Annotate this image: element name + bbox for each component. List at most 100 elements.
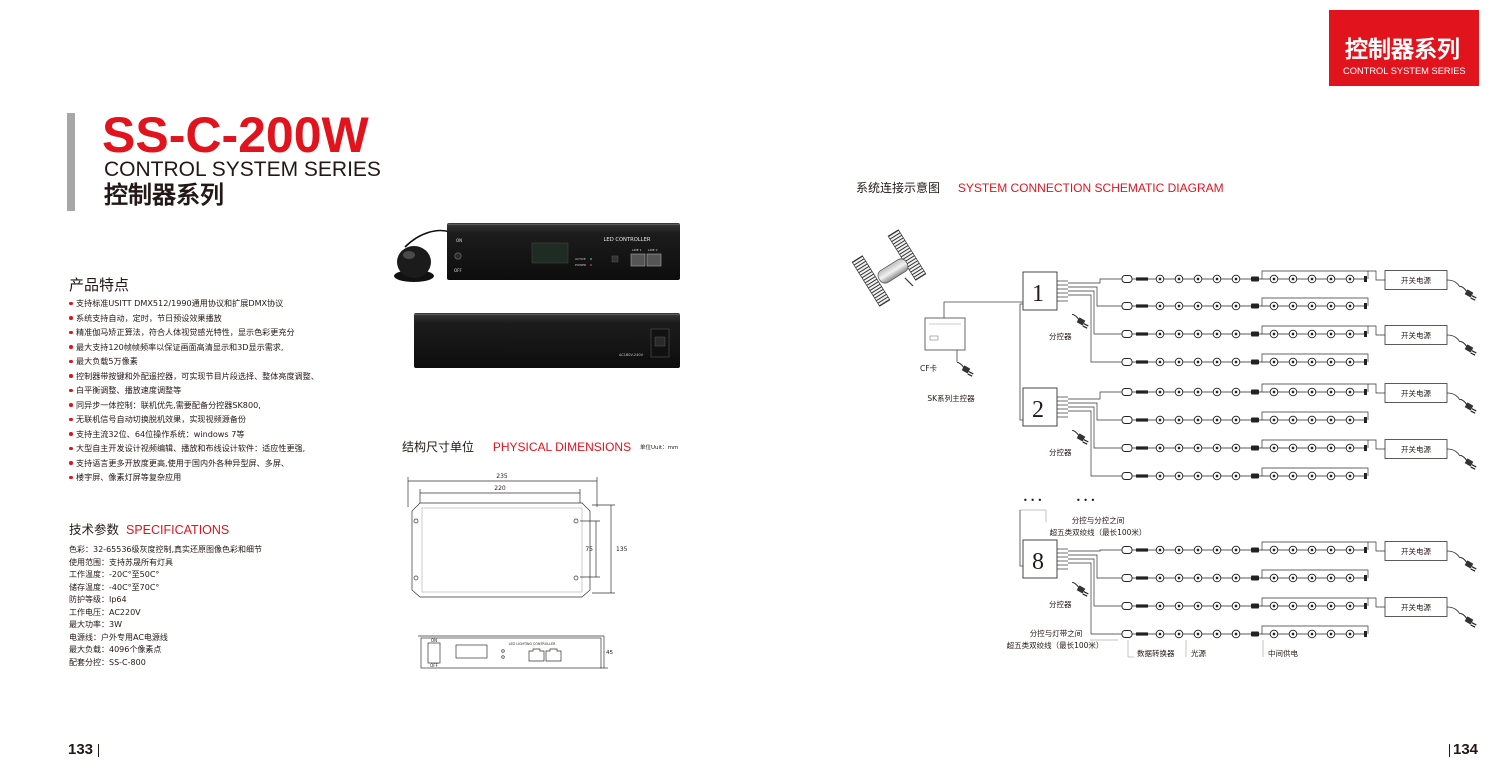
light-node-icon: [1155, 545, 1165, 555]
light-node-icon: [1174, 387, 1184, 397]
light-node-core: [1272, 332, 1276, 336]
light-node-icon: [1174, 629, 1184, 639]
data-converter-icon: [1121, 630, 1133, 638]
light-node-icon: [1174, 545, 1184, 555]
converter-lead: [1136, 576, 1148, 580]
diagram-heading-cn: 系统连接示意图: [856, 181, 941, 195]
light-node-icon: [1326, 573, 1336, 583]
light-node-icon: [1212, 471, 1222, 481]
light-node-icon: [1345, 471, 1355, 481]
light-node-icon: [1307, 443, 1317, 453]
light-node-core: [1310, 332, 1314, 336]
feature-text: 无联机信号自动切换脱机效果，实现视频源备份: [76, 414, 246, 424]
light-node-icon: [1193, 629, 1203, 639]
power-junction-icon: [1251, 331, 1259, 337]
light-node-core: [1348, 304, 1352, 308]
light-node-icon: [1288, 471, 1298, 481]
power-junction-icon: [1251, 445, 1259, 451]
light-node-core: [1310, 576, 1314, 580]
light-node-core: [1234, 604, 1238, 608]
outer-width-label: 235: [496, 473, 508, 480]
light-node-core: [1329, 418, 1333, 422]
light-node-core: [1158, 576, 1162, 580]
light-strip-row: [1068, 402, 1369, 425]
power-supply: 开关电源: [1368, 383, 1477, 414]
light-node-icon: [1345, 601, 1355, 611]
power-supply: 开关电源: [1368, 597, 1477, 628]
light-node-core: [1196, 604, 1200, 608]
power-supply-cable: [1368, 439, 1385, 450]
light-node-core: [1310, 390, 1314, 394]
light-strip-row: [1068, 294, 1369, 367]
light-strip-row: [1068, 286, 1369, 311]
light-node-icon: [1155, 629, 1165, 639]
light-node-icon: [1326, 471, 1336, 481]
top-view-drawing: [407, 477, 615, 598]
light-node-icon: [1174, 601, 1184, 611]
light-node-icon: [1212, 301, 1222, 311]
power-supply-label: 开关电源: [1401, 388, 1431, 398]
product-model: SS-C-200W: [102, 107, 369, 163]
light-node-icon: [1193, 329, 1203, 339]
light-node-core: [1234, 632, 1238, 636]
light-node-core: [1234, 332, 1238, 336]
feature-text: 大型自主开发设计视频编辑、播放和布线设计软件：适应性更强,: [76, 443, 306, 453]
light-node-core: [1215, 446, 1219, 450]
light-node-core: [1177, 632, 1181, 636]
mounting-hole-icon: [573, 575, 579, 581]
enclosure-inner-outline: [421, 507, 583, 593]
specs-heading: 技术参数 SPECIFICATIONS: [69, 522, 229, 538]
sensor-cable: [404, 229, 451, 248]
bullet-icon: [69, 475, 73, 480]
light-node-core: [1310, 632, 1314, 636]
light-node-core: [1329, 548, 1333, 552]
light-node-core: [1177, 548, 1181, 552]
strip-end-cap: [1364, 303, 1367, 309]
power-plug-icon: [1460, 341, 1477, 356]
distributor-number: 2: [1032, 397, 1044, 423]
specs-list: 色彩：32-65536级灰度控制,真实还原图像色彩和细节 使用范围：支持苏晟所有…: [69, 544, 329, 669]
light-node-core: [1272, 632, 1276, 636]
bullet-icon: [69, 374, 73, 378]
light-node-core: [1272, 418, 1276, 422]
strip-end-cap: [1364, 575, 1367, 581]
power-junction-icon: [1251, 389, 1259, 395]
light-node-core: [1158, 390, 1162, 394]
light-node-icon: [1212, 387, 1222, 397]
power-supply: 开关电源: [1368, 439, 1477, 470]
diagram-heading: 系统连接示意图 SYSTEM CONNECTION SCHEMATIC DIAG…: [856, 181, 1224, 195]
data-converter-icon: [1121, 472, 1133, 480]
feature-text: 最大负载5万像素: [76, 356, 138, 366]
light-node-core: [1329, 332, 1333, 336]
series-title-en: CONTROL SYSTEM SERIES: [104, 158, 381, 181]
data-converter-icon: [1121, 416, 1133, 424]
mid-power-cable: [1261, 467, 1369, 476]
light-node-icon: [1345, 573, 1355, 583]
legend-converter: 数据转换器: [1137, 648, 1175, 658]
light-node-icon: [1174, 274, 1184, 284]
light-node-icon: [1269, 573, 1279, 583]
light-node-core: [1158, 304, 1162, 308]
mid-power-cable: [1261, 569, 1369, 578]
light-node-core: [1158, 632, 1162, 636]
converter-lead: [1136, 548, 1148, 552]
inner-width-label: 220: [494, 485, 506, 492]
light-node-core: [1272, 576, 1276, 580]
light-node-core: [1272, 304, 1276, 308]
list-item: 系统支持自动，定时，节日预设效果播放: [69, 311, 339, 326]
light-node-icon: [1231, 545, 1241, 555]
spec-item: 配套分控：SS-C-800: [69, 657, 146, 667]
light-node-icon: [1307, 387, 1317, 397]
light-node-icon: [1193, 415, 1203, 425]
light-node-core: [1158, 604, 1162, 608]
light-node-icon: [1231, 415, 1241, 425]
data-cable: [1068, 278, 1122, 284]
light-node-icon: [1193, 545, 1203, 555]
switch-on-label: ON: [431, 638, 437, 643]
light-node-icon: [1212, 357, 1222, 367]
controller-front-photo: ON OFF LED CONTROLLER ACTIVE POWER LINE …: [394, 223, 680, 282]
feature-text: 系统支持自动，定时，节日预设效果播放: [76, 312, 222, 323]
feature-text: 控制器带按键和外配遥控器，可实现节目片段选择、整体亮度调整、: [76, 370, 319, 381]
power-plug-icon: [1460, 399, 1477, 414]
